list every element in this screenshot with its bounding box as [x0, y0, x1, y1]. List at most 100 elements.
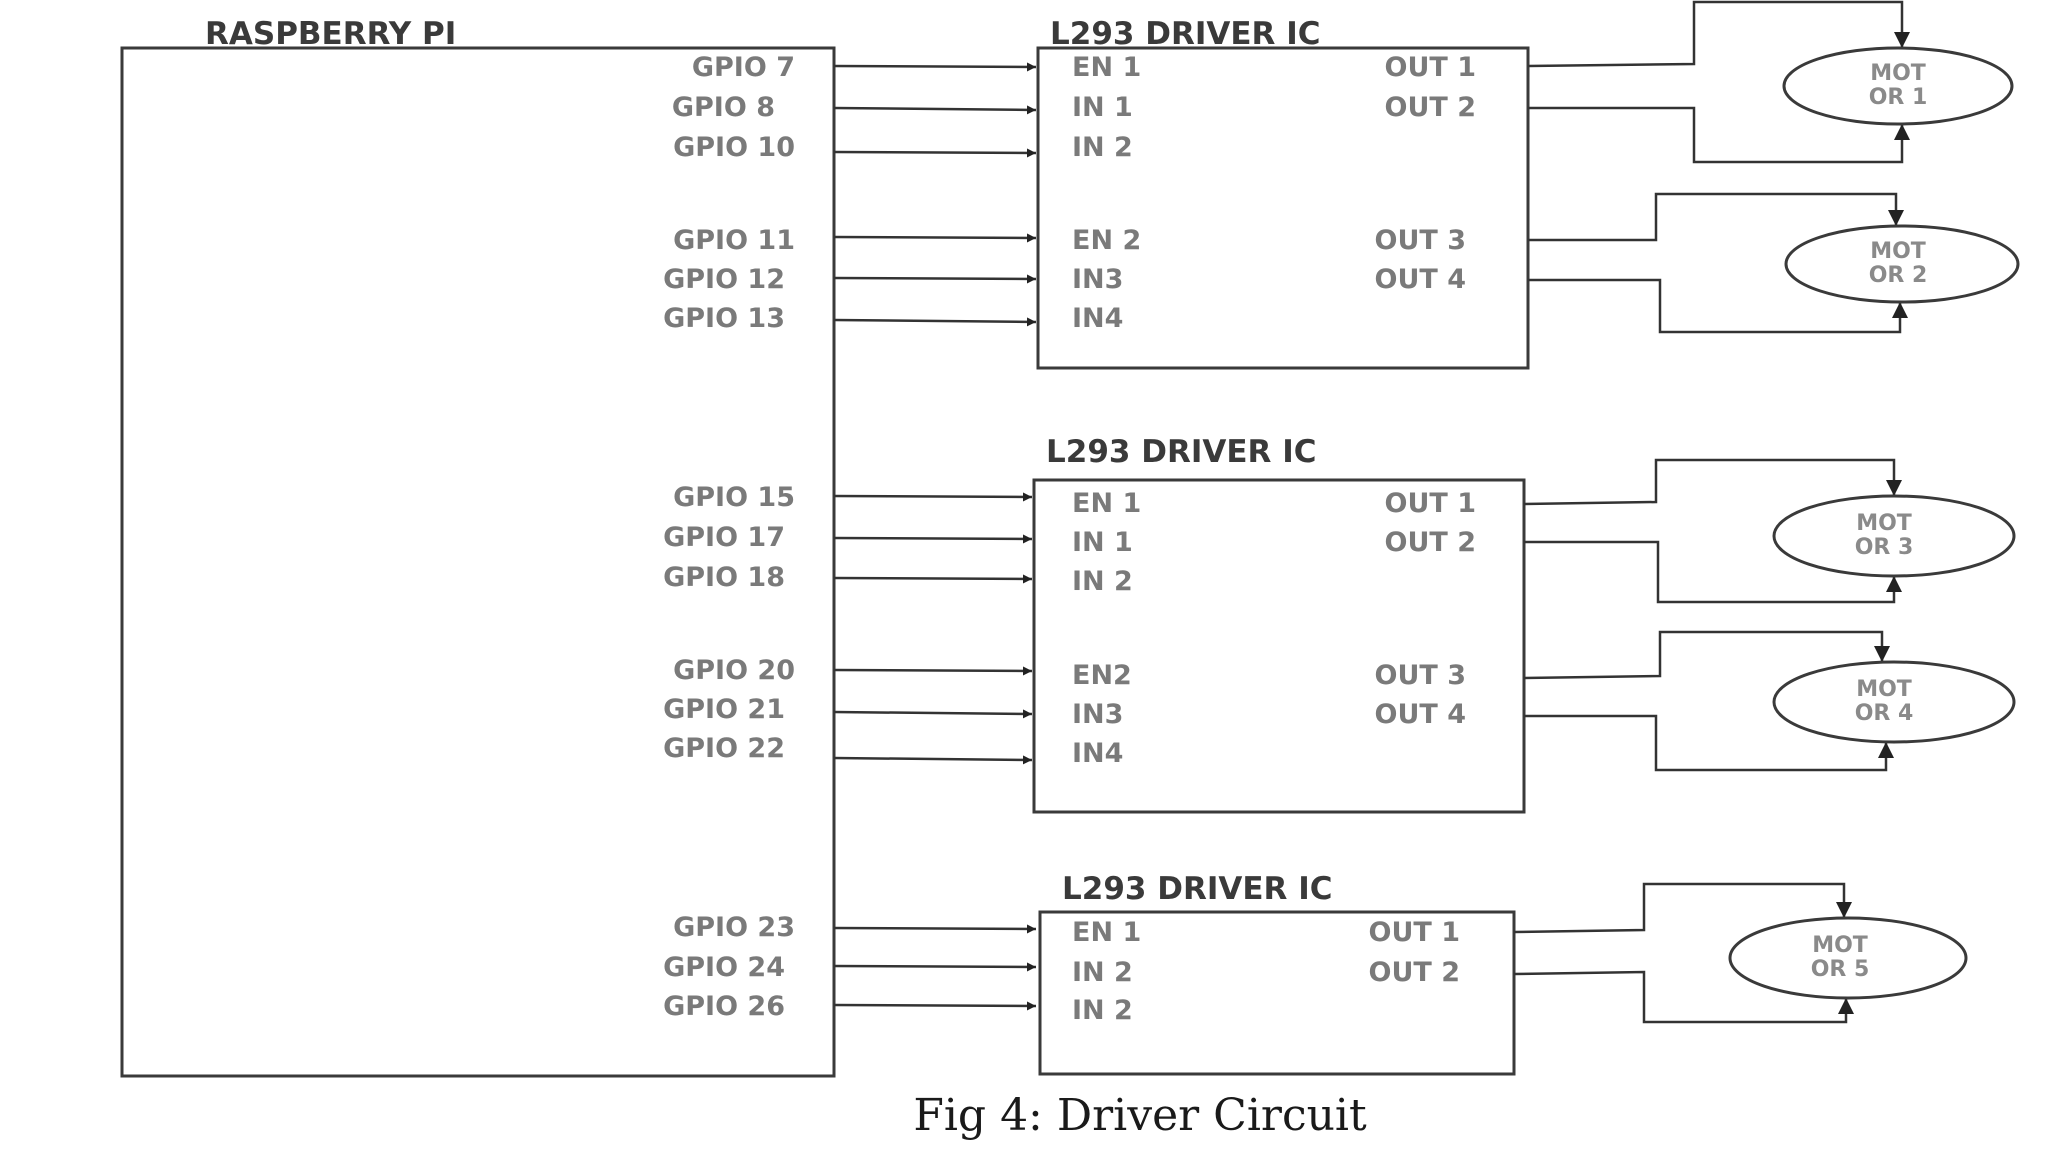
- gpio-wire: [833, 1001, 1037, 1011]
- motor-ellipse: [1772, 660, 2016, 744]
- motor-2: MOT OR 2: [1784, 224, 2020, 304]
- driver-input-label: EN 1: [1072, 52, 1141, 83]
- raspberry-pi-label: RASPBERRY PI: [205, 16, 456, 52]
- driver-block: [1032, 478, 1526, 814]
- driver-ic-1: L293 DRIVER IC EN 1 IN 1 IN 2 EN 2 IN3 I…: [1036, 16, 1530, 370]
- motor-wire: [1528, 278, 1908, 334]
- motor-wire: [1528, 106, 1910, 164]
- gpio-wire: [833, 574, 1033, 584]
- driver-input-label: IN 2: [1072, 957, 1133, 988]
- driver-output-label: OUT 2: [1385, 527, 1476, 558]
- gpio-wire: [833, 755, 1033, 765]
- motor-label-line2: OR 1: [1869, 85, 1928, 110]
- driver-input-label: EN 2: [1072, 225, 1141, 256]
- gpio-label: GPIO 18: [663, 562, 785, 593]
- motor-label-line2: OR 2: [1869, 263, 1928, 288]
- gpio-label: GPIO 7: [692, 52, 795, 83]
- motor-label-line2: OR 3: [1855, 535, 1914, 560]
- driver-input-label: IN3: [1072, 264, 1123, 295]
- driver-title: L293 DRIVER IC: [1046, 434, 1317, 470]
- motor-ellipse: [1728, 916, 1968, 1000]
- motor-wire: [1528, 192, 1904, 242]
- gpio-wire: [833, 105, 1037, 115]
- motor-3: MOT OR 3: [1772, 494, 2016, 578]
- motor-label-line2: OR 4: [1855, 701, 1914, 726]
- driver-input-label: IN 2: [1072, 132, 1133, 163]
- gpio-label: GPIO 8: [672, 92, 775, 123]
- driver-block: [1036, 46, 1530, 370]
- gpio-wire: [833, 492, 1033, 502]
- driver-input-label: IN4: [1072, 738, 1123, 769]
- gpio-wires: [833, 62, 1037, 1011]
- driver-output-label: OUT 4: [1375, 264, 1466, 295]
- motor-label-line1: MOT: [1856, 677, 1912, 702]
- gpio-label: GPIO 24: [663, 952, 785, 983]
- motor-1: MOT OR 1: [1782, 46, 2014, 126]
- gpio-wire: [833, 666, 1033, 676]
- gpio-label: GPIO 20: [673, 655, 795, 686]
- driver-input-label: IN 2: [1072, 995, 1133, 1026]
- motor-label-line1: MOT: [1812, 933, 1868, 958]
- motor-label-line1: MOT: [1870, 61, 1926, 86]
- gpio-wire: [833, 709, 1033, 719]
- motor-wires: [1513, 0, 1910, 1024]
- motor-label-line1: MOT: [1870, 239, 1926, 264]
- gpio-label: GPIO 22: [663, 733, 785, 764]
- motor-wire: [1524, 714, 1894, 772]
- driver-output-label: OUT 1: [1385, 52, 1476, 83]
- driver-block: [1038, 910, 1516, 1076]
- gpio-wire: [833, 148, 1037, 158]
- gpio-label: GPIO 26: [663, 991, 785, 1022]
- motor-wire: [1524, 540, 1902, 604]
- motor-wire: [1523, 458, 1902, 506]
- driver-output-label: OUT 1: [1369, 917, 1460, 948]
- motor-ellipse: [1782, 46, 2014, 126]
- driver-output-label: OUT 1: [1385, 488, 1476, 519]
- gpio-label: GPIO 10: [673, 132, 795, 163]
- gpio-wire: [833, 317, 1037, 327]
- gpio-label: GPIO 13: [663, 303, 785, 334]
- gpio-wire: [833, 962, 1037, 972]
- gpio-wire: [833, 274, 1037, 284]
- driver-ic-3: L293 DRIVER IC EN 1 IN 2 IN 2 OUT 1 OUT …: [1038, 871, 1516, 1076]
- driver-output-label: OUT 4: [1375, 699, 1466, 730]
- motor-wire: [1523, 630, 1890, 680]
- driver-input-label: IN 1: [1072, 92, 1133, 123]
- raspberry-pi-block: [120, 46, 836, 1078]
- motor-label-line1: MOT: [1856, 511, 1912, 536]
- driver-output-label: OUT 2: [1369, 957, 1460, 988]
- motor-5: MOT OR 5: [1728, 916, 1968, 1000]
- driver-input-label: IN 2: [1072, 566, 1133, 597]
- driver-output-label: OUT 2: [1385, 92, 1476, 123]
- driver-input-label: EN2: [1072, 660, 1132, 691]
- gpio-label: GPIO 11: [673, 225, 795, 256]
- driver-output-label: OUT 3: [1375, 660, 1466, 691]
- gpio-wire: [833, 924, 1037, 934]
- gpio-wire: [833, 233, 1037, 243]
- driver-input-label: IN4: [1072, 303, 1123, 334]
- gpio-labels: GPIO 7 GPIO 8 GPIO 10 GPIO 11 GPIO 12 GP…: [663, 52, 795, 1022]
- motor-wire: [1513, 970, 1854, 1024]
- driver-ic-2: L293 DRIVER IC EN 1 IN 1 IN 2 EN2 IN3 IN…: [1032, 434, 1526, 814]
- figure-caption: Fig 4: Driver Circuit: [913, 1090, 1367, 1141]
- motor-ellipse: [1772, 494, 2016, 578]
- motor-wire: [1513, 882, 1852, 934]
- motor-label-line2: OR 5: [1811, 957, 1870, 982]
- gpio-label: GPIO 12: [663, 264, 785, 295]
- driver-title: L293 DRIVER IC: [1050, 16, 1321, 52]
- gpio-label: GPIO 23: [673, 912, 795, 943]
- gpio-label: GPIO 15: [673, 482, 795, 513]
- gpio-wire: [833, 62, 1037, 72]
- gpio-wire: [833, 534, 1033, 544]
- driver-output-label: OUT 3: [1375, 225, 1466, 256]
- driver-input-label: IN3: [1072, 699, 1123, 730]
- motor-4: MOT OR 4: [1772, 660, 2016, 744]
- motor-ellipse: [1784, 224, 2020, 304]
- driver-input-label: EN 1: [1072, 917, 1141, 948]
- driver-title: L293 DRIVER IC: [1062, 871, 1333, 907]
- driver-input-label: EN 1: [1072, 488, 1141, 519]
- gpio-label: GPIO 17: [663, 522, 785, 553]
- gpio-label: GPIO 21: [663, 694, 785, 725]
- motor-wire: [1527, 0, 1910, 68]
